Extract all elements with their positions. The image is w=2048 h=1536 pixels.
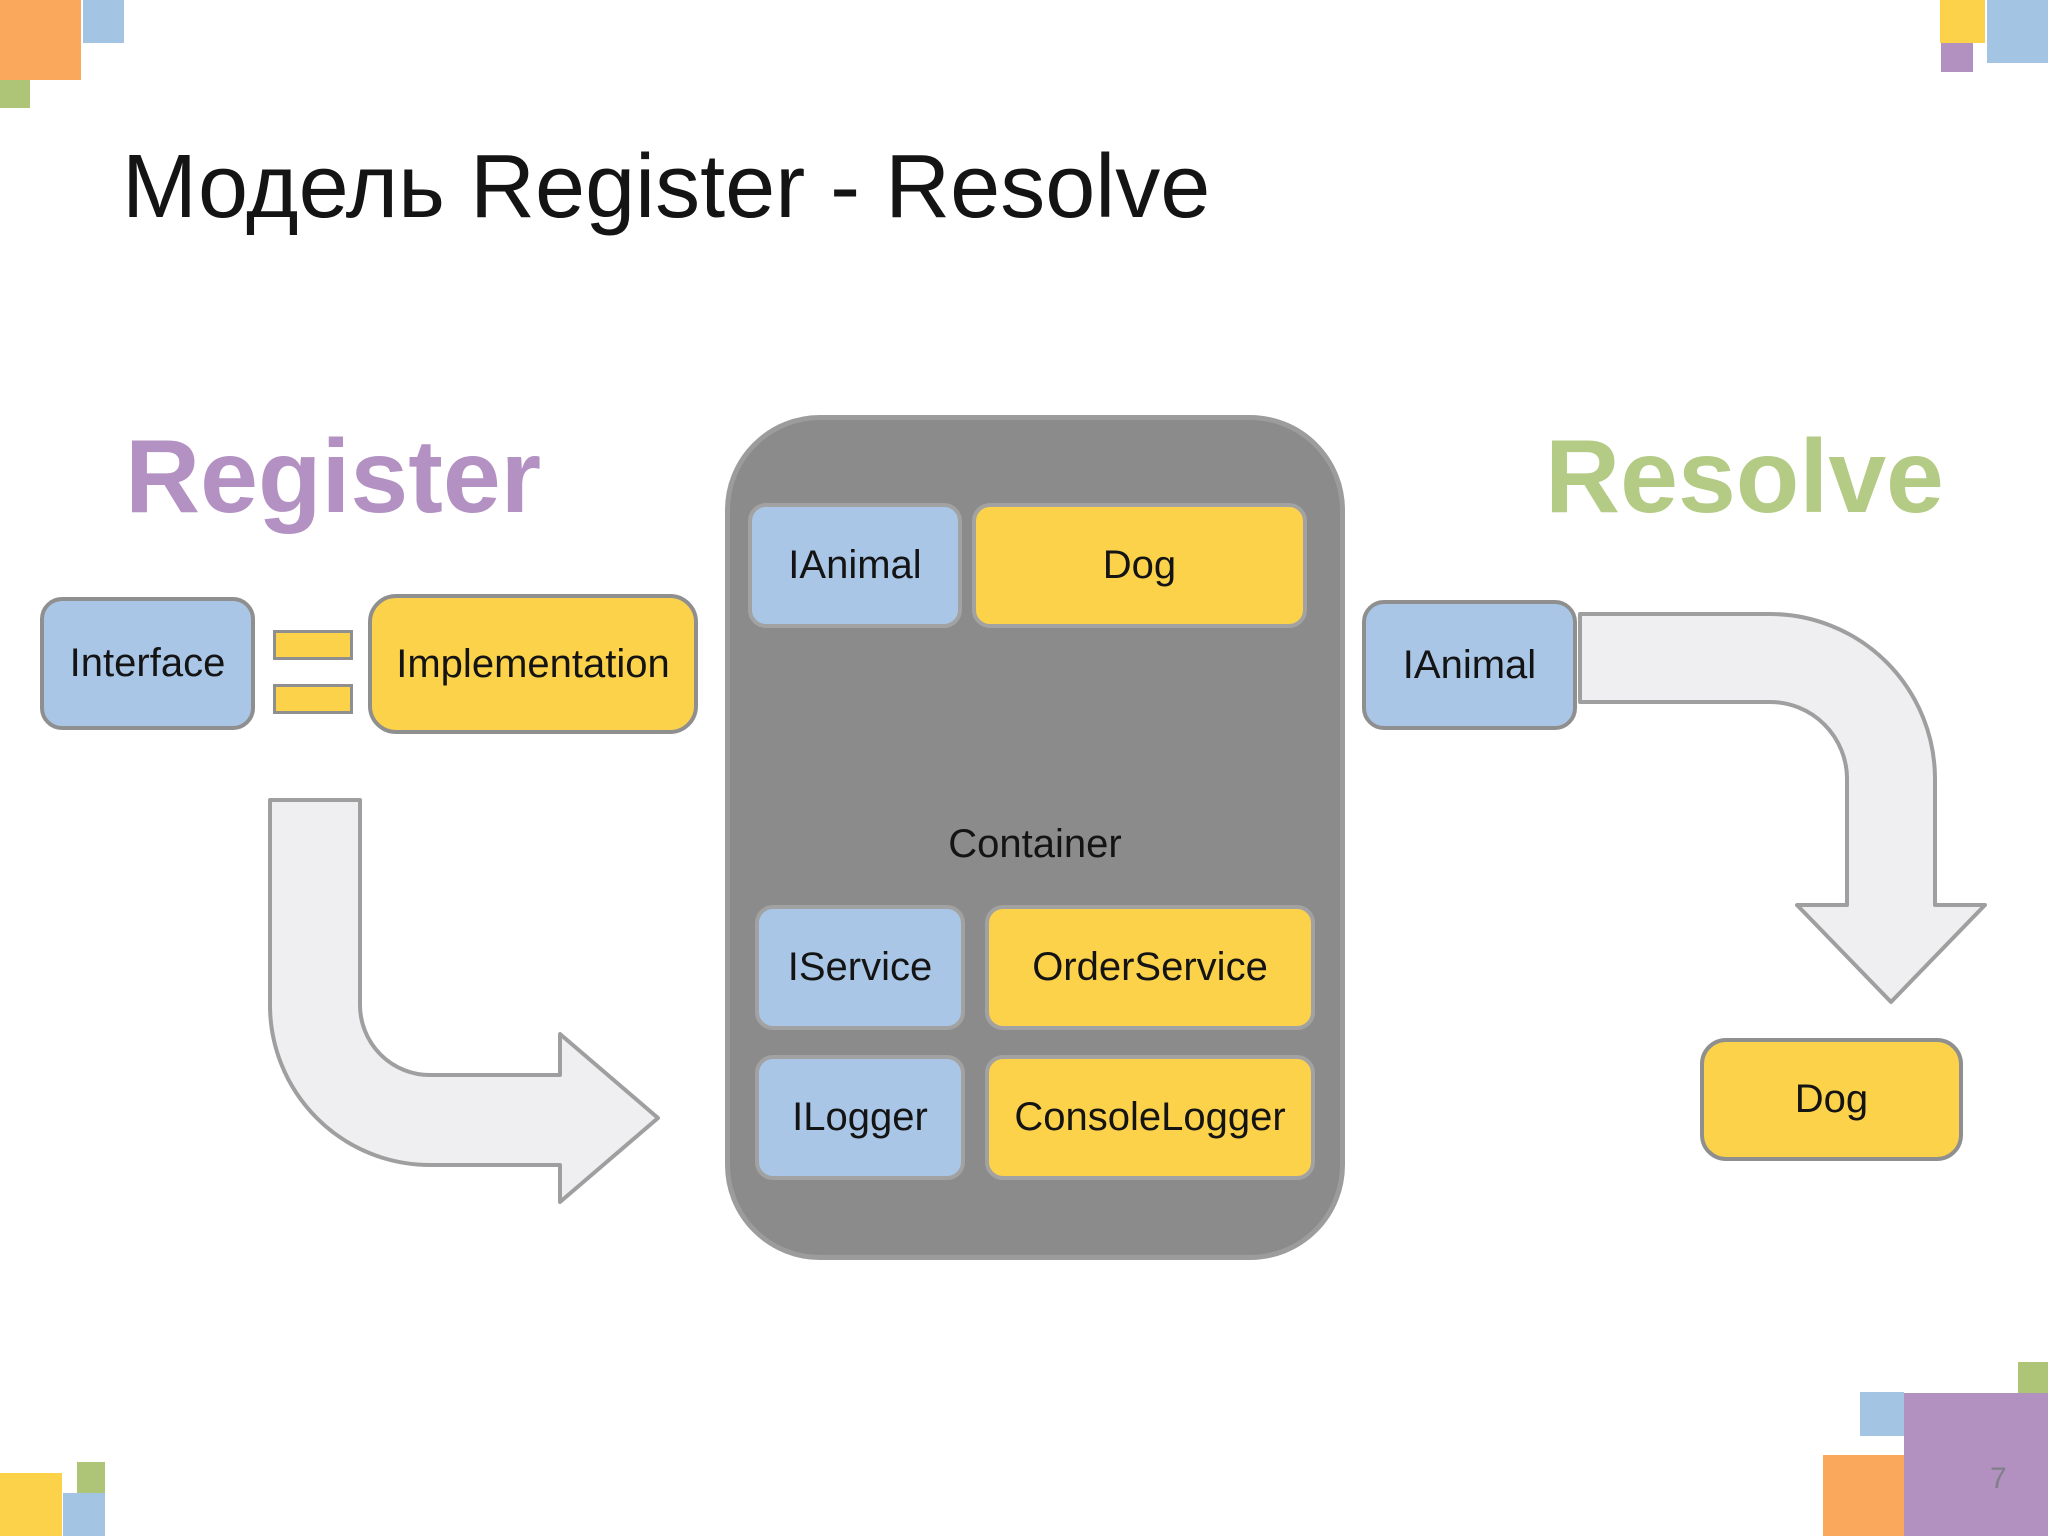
- corner-decoration-top-left-blue: [83, 0, 124, 43]
- equals-bar-bottom: [273, 684, 353, 714]
- container-implementation-consolelogger: ConsoleLogger: [985, 1055, 1315, 1180]
- container-interface-ianimal: IAnimal: [748, 503, 962, 628]
- resolve-heading: Resolve: [1545, 419, 1944, 535]
- corner-decoration-bottom-left-blue: [63, 1493, 105, 1536]
- interface-box: Interface: [40, 597, 255, 730]
- corner-decoration-bottom-right-purple: [1904, 1393, 2048, 1536]
- register-curved-arrow: [268, 798, 660, 1204]
- container-interface-ilogger: ILogger: [755, 1055, 965, 1180]
- resolve-curved-arrow: [1578, 612, 1987, 1004]
- container-label: Container: [948, 822, 1122, 866]
- corner-decoration-top-left-green: [0, 80, 30, 108]
- container-implementation-dog: Dog: [972, 503, 1307, 628]
- corner-decoration-top-right-blue: [1987, 0, 2048, 63]
- equals-bar-top: [273, 630, 353, 660]
- corner-decoration-bottom-right-orange: [1823, 1455, 1904, 1536]
- slide-title: Модель Register - Resolve: [122, 137, 1211, 237]
- page-number: 7: [1990, 1462, 2007, 1495]
- container-implementation-orderservice: OrderService: [985, 905, 1315, 1030]
- corner-decoration-bottom-right-blue: [1860, 1392, 1904, 1436]
- corner-decoration-top-right-yellow: [1940, 0, 1985, 43]
- container-interface-iservice: IService: [755, 905, 965, 1030]
- corner-decoration-top-right-purple: [1941, 43, 1973, 72]
- resolve-ianimal-box: IAnimal: [1362, 600, 1577, 730]
- register-heading: Register: [125, 419, 542, 535]
- corner-decoration-bottom-right-green: [2018, 1362, 2048, 1393]
- resolve-dog-box: Dog: [1700, 1038, 1963, 1161]
- corner-decoration-bottom-left-yellow: [0, 1473, 62, 1536]
- implementation-box: Implementation: [368, 594, 698, 734]
- corner-decoration-bottom-left-green: [77, 1462, 105, 1493]
- corner-decoration-top-left-orange: [0, 0, 81, 80]
